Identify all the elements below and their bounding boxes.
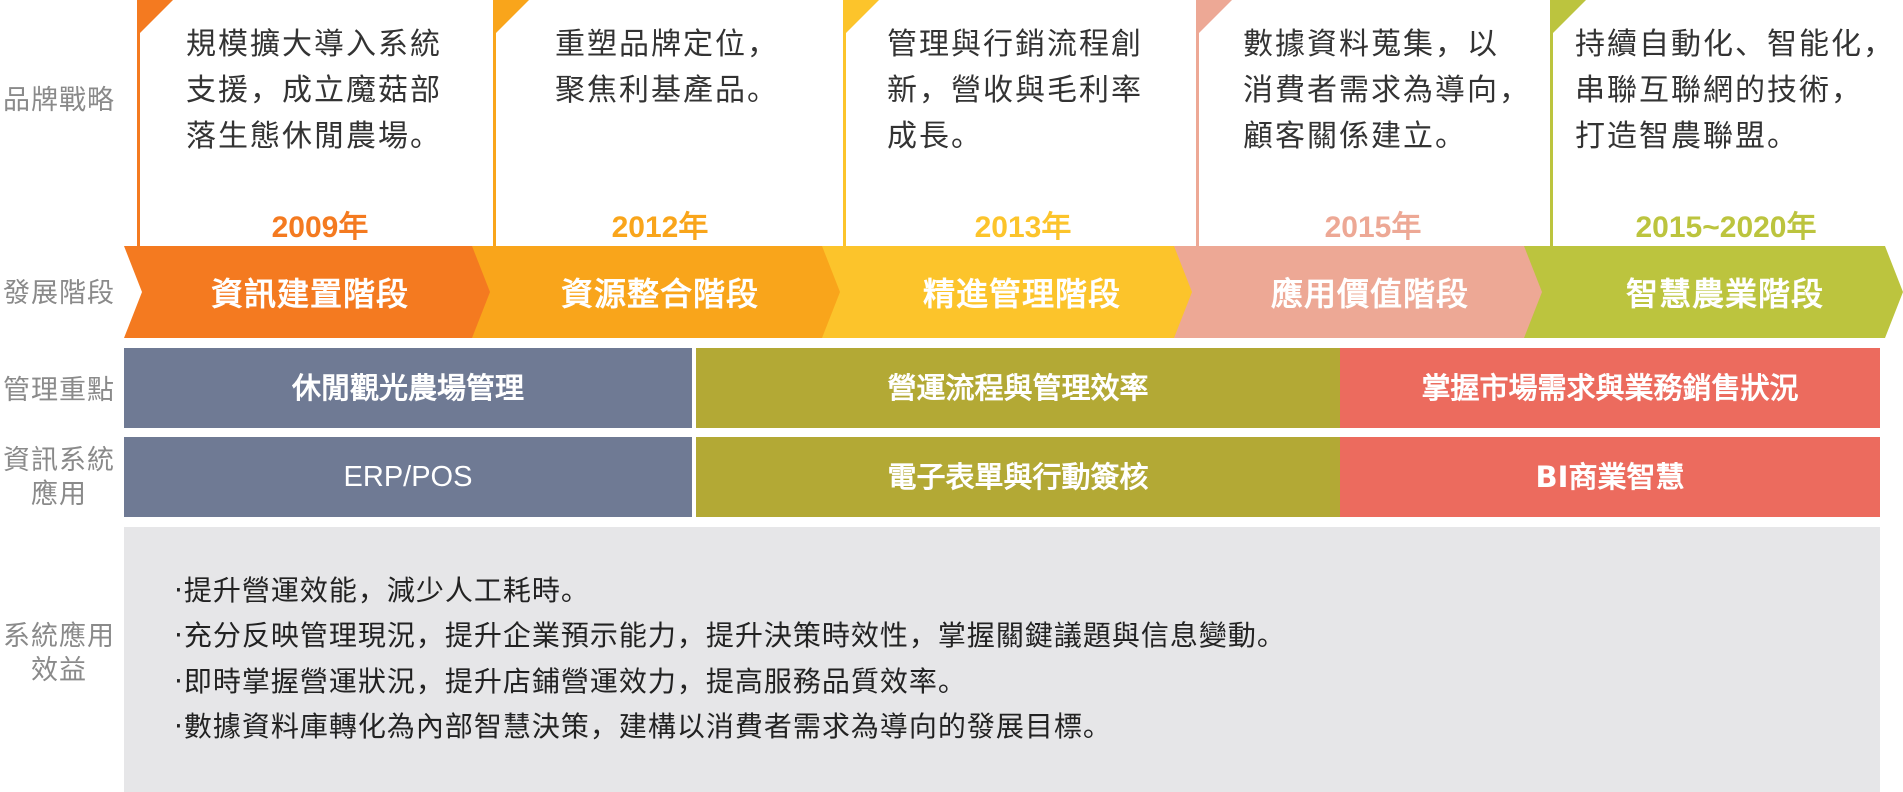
phase-1-desc-line: 支援，成立魔菇部 — [186, 73, 442, 108]
phase-3-desc-line: 新，營收與毛利率 — [887, 73, 1143, 108]
phase-5-desc-line: 持續自動化、智能化， — [1575, 27, 1895, 62]
phase-4-desc-line: 消費者需求為導向， — [1243, 73, 1531, 108]
phase-2-desc-line: 重塑品牌定位， — [555, 27, 779, 62]
phase-3-flag — [843, 0, 879, 36]
phase-5-desc-line: 串聯互聯網的技術， — [1575, 73, 1863, 108]
stage-arrow-2 — [472, 246, 846, 338]
phase-3-desc-line: 管理與行銷流程創 — [887, 27, 1143, 62]
phase-2-year: 2012年 — [611, 211, 709, 244]
benefit-item: ‧充分反映管理現況，提升企業預示能力，提升決策時效性，掌握關鍵議題與信息變動。 — [174, 619, 1286, 652]
stage-arrow-1 — [124, 246, 496, 338]
phase-5-line — [1550, 0, 1553, 246]
phase-2-desc-line: 聚焦利基產品。 — [555, 73, 779, 108]
phase-1-description: 規模擴大導入系統 支援，成立魔菇部 落生態休閒農場。 — [186, 22, 476, 160]
phase-2-description: 重塑品牌定位， 聚焦利基產品。 — [555, 22, 845, 114]
phase-5-year: 2015~2020年 — [1635, 211, 1817, 244]
phase-3-desc-line: 成長。 — [887, 119, 983, 154]
stage-1-label: 資訊建置階段 — [210, 275, 409, 313]
phase-3-year: 2013年 — [974, 211, 1072, 244]
phase-5-description: 持續自動化、智能化， 串聯互聯網的技術， 打造智農聯盟。 — [1575, 22, 1895, 160]
phase-4-line — [1196, 0, 1199, 246]
phase-4-desc-line: 數據資料蒐集，以 — [1243, 27, 1499, 62]
benefit-item: ‧提升營運效能，減少人工耗時。 — [174, 574, 590, 607]
stage-2-label: 資源整合階段 — [560, 275, 759, 313]
row-label-system-benefit-line1: 系統應用 — [3, 621, 115, 652]
phase-1-desc-line: 落生態休閒農場。 — [186, 119, 442, 154]
phase-4-desc-line: 顧客關係建立。 — [1243, 119, 1467, 154]
phase-2-line — [493, 0, 496, 246]
benefit-item: ‧即時掌握營運狀況，提升店鋪營運效力，提高服務品質效率。 — [174, 665, 967, 698]
management-focus-3: 掌握市場需求與業務銷售狀況 — [1340, 348, 1880, 428]
row-label-info-system: 資訊系統 應用 — [0, 444, 118, 512]
row-label-brand-strategy: 品牌戰略 — [3, 85, 115, 116]
phase-1-line — [137, 0, 140, 246]
phase-3-line — [843, 0, 846, 246]
stage-arrow-5 — [1524, 246, 1903, 338]
benefits-panel: ‧提升營運效能，減少人工耗時。 ‧充分反映管理現況，提升企業預示能力，提升決策時… — [124, 527, 1880, 792]
row-label-system-benefit: 系統應用 效益 — [0, 620, 118, 688]
row-label-system-benefit-line2: 效益 — [31, 655, 87, 686]
row-label-info-system-line2: 應用 — [31, 479, 87, 510]
phase-5-flag — [1550, 0, 1586, 36]
management-focus-2: 營運流程與管理效率 — [696, 348, 1340, 428]
stage-3-label: 精進管理階段 — [922, 275, 1121, 313]
phase-1-flag — [137, 0, 173, 36]
phase-2-flag — [493, 0, 529, 36]
row-label-management-focus: 管理重點 — [3, 375, 115, 406]
row-label-development-stage: 發展階段 — [3, 278, 115, 309]
phase-4-description: 數據資料蒐集，以 消費者需求為導向， 顧客關係建立。 — [1243, 22, 1533, 160]
stage-arrow-3 — [822, 246, 1198, 338]
phase-4-flag — [1196, 0, 1232, 36]
info-system-3: BI商業智慧 — [1340, 437, 1880, 517]
phase-5-desc-line: 打造智農聯盟。 — [1575, 119, 1799, 154]
info-system-2: 電子表單與行動簽核 — [696, 437, 1340, 517]
benefit-item: ‧數據資料庫轉化為內部智慧決策，建構以消費者需求為導向的發展目標。 — [174, 710, 1112, 743]
stage-5-label: 智慧農業階段 — [1625, 275, 1824, 313]
info-system-1: ERP/POS — [124, 437, 692, 517]
stage-arrow-4 — [1174, 246, 1548, 338]
row-label-info-system-line1: 資訊系統 — [3, 445, 115, 476]
stage-4-label: 應用價值階段 — [1270, 275, 1469, 313]
phase-4-year: 2015年 — [1324, 211, 1422, 244]
phase-3-description: 管理與行銷流程創 新，營收與毛利率 成長。 — [887, 22, 1177, 160]
phase-1-desc-line: 規模擴大導入系統 — [186, 27, 442, 62]
management-focus-1: 休閒觀光農場管理 — [124, 348, 692, 428]
phase-1-year: 2009年 — [271, 211, 369, 244]
